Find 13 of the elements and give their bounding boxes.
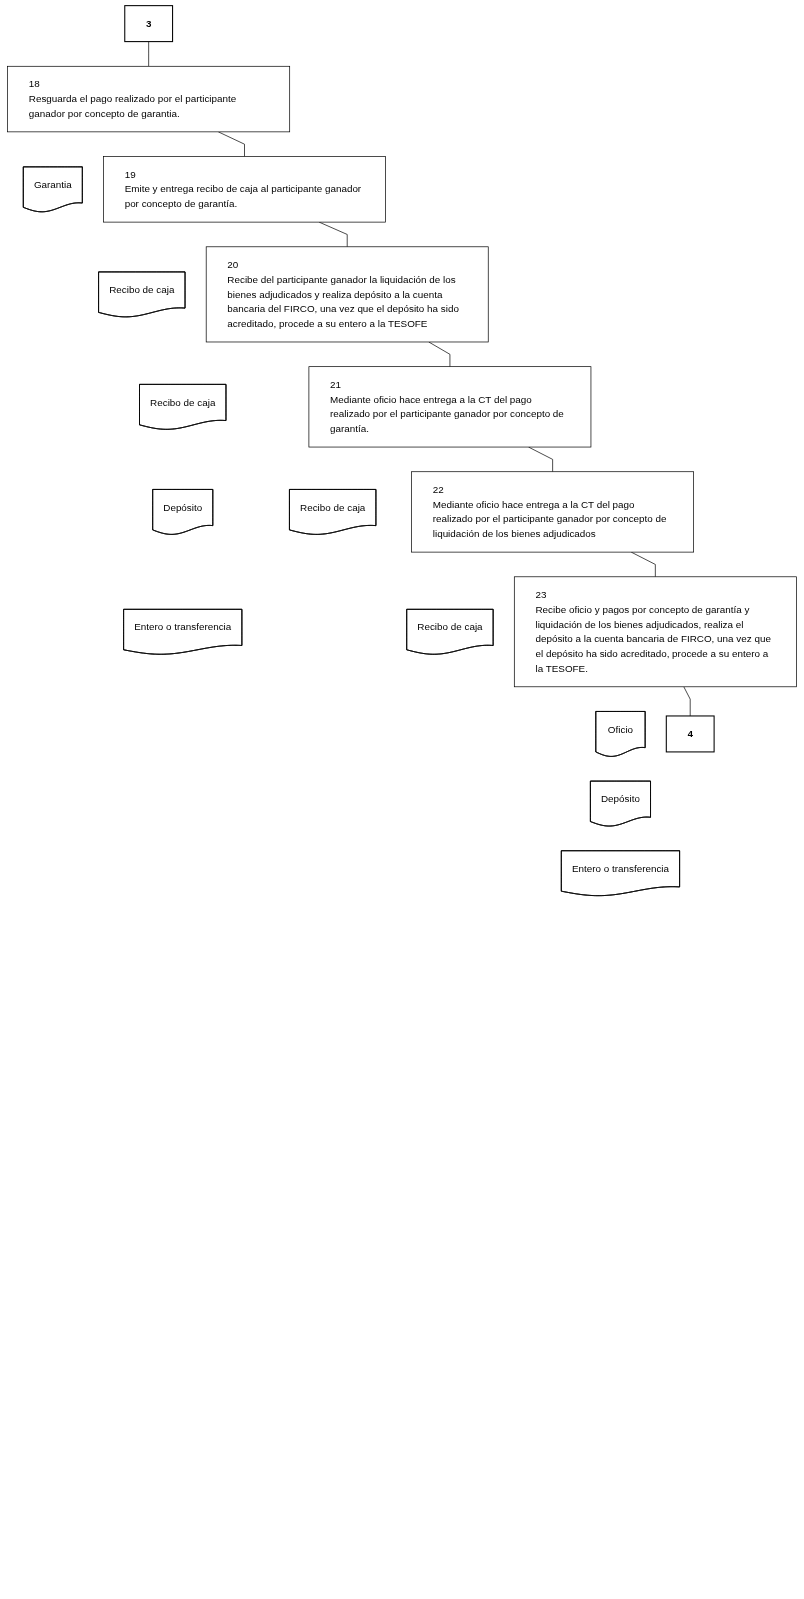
node-box: 23 Recibe oficio y pagos por concepto de garantía y liquidación de los bienes adjudicados, realiza el depósito a la cuenta bancaria de FIRCO, una vez que el depósito ha sido acreditado, procede a su entero a la TESOFE. xyxy=(513,576,797,688)
node-box: 21 Mediante oficio hace entrega a la CT del pago realizado por el participante ganador por concepto de garantía. xyxy=(308,366,592,448)
connector xyxy=(217,131,245,157)
node-box: 20 Recibe del participante ganador la liquidación de los bienes adjudicados y realiza depósito a la cuenta bancaria del FIRCO, una vez que el depósito ha sido acreditado, procede a su entero a la TESOFE xyxy=(205,246,489,343)
connector xyxy=(148,41,150,67)
connector xyxy=(528,446,553,473)
connector xyxy=(428,341,451,367)
node-box: 18 Resguarda el pago realizado por el participante ganador por concepto de garantia. xyxy=(7,65,291,133)
node-box: 19 Emite y entrega recibo de caja al participante ganador por concepto de garantía. xyxy=(103,156,386,223)
node-box: 4 xyxy=(665,715,715,753)
node-box: 3 xyxy=(124,5,174,43)
connector xyxy=(683,686,691,717)
node-box: 22 Mediante oficio hace entrega a la CT del pago realizado por el participante ganador por concepto de liquidación de los bienes adjudicados xyxy=(411,471,694,553)
